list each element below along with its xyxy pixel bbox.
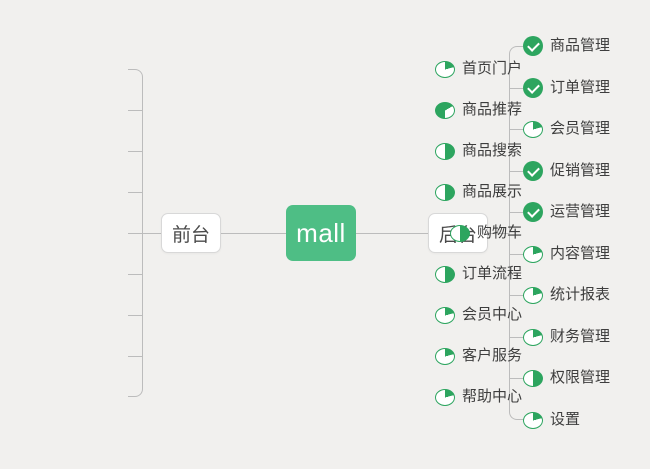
progress-pie-half-icon — [449, 224, 470, 242]
topic-label: 权限管理 — [550, 369, 611, 386]
connector-line — [128, 315, 142, 316]
topic-label: 客户服务 — [461, 347, 522, 364]
connector-line — [128, 151, 142, 152]
topic-node[interactable]: 统计报表 — [523, 285, 610, 305]
progress-check-icon — [523, 78, 543, 98]
topic-node[interactable]: 购物车 — [449, 223, 522, 243]
topic-label: 购物车 — [476, 224, 522, 241]
topic-node[interactable]: 客户服务 — [434, 346, 522, 366]
topic-node[interactable]: 会员管理 — [523, 119, 610, 139]
progress-pie-quarter-icon — [523, 286, 543, 304]
topic-node[interactable]: 商品搜索 — [434, 141, 522, 161]
topic-node[interactable]: 商品展示 — [434, 182, 522, 202]
progress-pie-quarter-icon — [434, 388, 455, 406]
topic-node[interactable]: 商品管理 — [523, 36, 610, 56]
topic-label: 促销管理 — [550, 162, 611, 179]
progress-pie-quarter-icon — [434, 60, 455, 78]
root-node-label: mall — [296, 217, 346, 248]
branch-node-frontend[interactable]: 前台 — [161, 213, 221, 253]
connector-line — [509, 88, 523, 89]
progress-pie-half-icon — [434, 265, 455, 283]
progress-pie-quarter-icon — [434, 347, 455, 365]
topic-label: 统计报表 — [550, 286, 611, 303]
connector-line — [128, 110, 142, 111]
connector-line — [509, 378, 523, 379]
topic-label: 首页门户 — [461, 60, 522, 77]
topic-label: 设置 — [550, 411, 581, 428]
connector-line — [128, 274, 142, 275]
topic-node[interactable]: 商品推荐 — [434, 100, 522, 120]
connector-line — [221, 233, 286, 234]
progress-check-icon — [523, 36, 543, 56]
topic-label: 商品搜索 — [461, 142, 522, 159]
topic-label: 会员管理 — [550, 120, 611, 137]
progress-pie-quarter-icon — [523, 328, 543, 346]
root-node-mall[interactable]: mall — [286, 205, 356, 261]
connector-line — [509, 171, 523, 172]
topic-label: 会员中心 — [461, 306, 522, 323]
topic-label: 订单流程 — [461, 265, 522, 282]
topic-label: 商品管理 — [550, 37, 611, 54]
progress-pie-half-icon — [434, 183, 455, 201]
topic-node[interactable]: 帮助中心 — [434, 387, 522, 407]
connector-line — [488, 233, 509, 234]
connector-line — [509, 254, 523, 255]
topic-label: 商品推荐 — [461, 101, 522, 118]
topic-node[interactable]: 内容管理 — [523, 244, 610, 264]
progress-pie-quarter-icon — [434, 306, 455, 324]
topic-label: 订单管理 — [550, 79, 611, 96]
connector-line — [509, 212, 523, 213]
connector-elbow — [509, 405, 523, 420]
topic-node[interactable]: 订单流程 — [434, 264, 522, 284]
connector-elbow — [128, 69, 143, 85]
connector-elbow — [509, 46, 523, 62]
topic-node[interactable]: 会员中心 — [434, 305, 522, 325]
connector-line — [356, 233, 428, 234]
progress-pie-three-quarter-icon — [434, 101, 455, 119]
progress-pie-quarter-icon — [523, 120, 543, 138]
topic-node[interactable]: 促销管理 — [523, 161, 610, 181]
connector-line — [509, 129, 523, 130]
topic-node[interactable]: 首页门户 — [434, 59, 522, 79]
topic-node[interactable]: 运营管理 — [523, 202, 610, 222]
connector-line — [128, 356, 142, 357]
topic-label: 商品展示 — [461, 183, 522, 200]
progress-pie-half-icon — [434, 142, 455, 160]
connector-line — [128, 233, 161, 234]
progress-pie-quarter-icon — [523, 411, 543, 429]
topic-node[interactable]: 权限管理 — [523, 368, 610, 388]
connector-line — [509, 295, 523, 296]
topic-label: 帮助中心 — [461, 388, 522, 405]
branch-node-label: 前台 — [171, 224, 210, 246]
connector-line — [128, 192, 142, 193]
progress-pie-quarter-icon — [523, 245, 543, 263]
topic-node[interactable]: 订单管理 — [523, 78, 610, 98]
topic-label: 财务管理 — [550, 328, 611, 345]
connector-line — [509, 61, 510, 406]
progress-check-icon — [523, 202, 543, 222]
progress-pie-half-icon — [523, 369, 543, 387]
connector-line — [509, 337, 523, 338]
topic-label: 运营管理 — [550, 203, 611, 220]
connector-elbow — [128, 382, 143, 397]
topic-label: 内容管理 — [550, 245, 611, 262]
topic-node[interactable]: 财务管理 — [523, 327, 610, 347]
progress-check-icon — [523, 161, 543, 181]
topic-node[interactable]: 设置 — [523, 410, 580, 430]
